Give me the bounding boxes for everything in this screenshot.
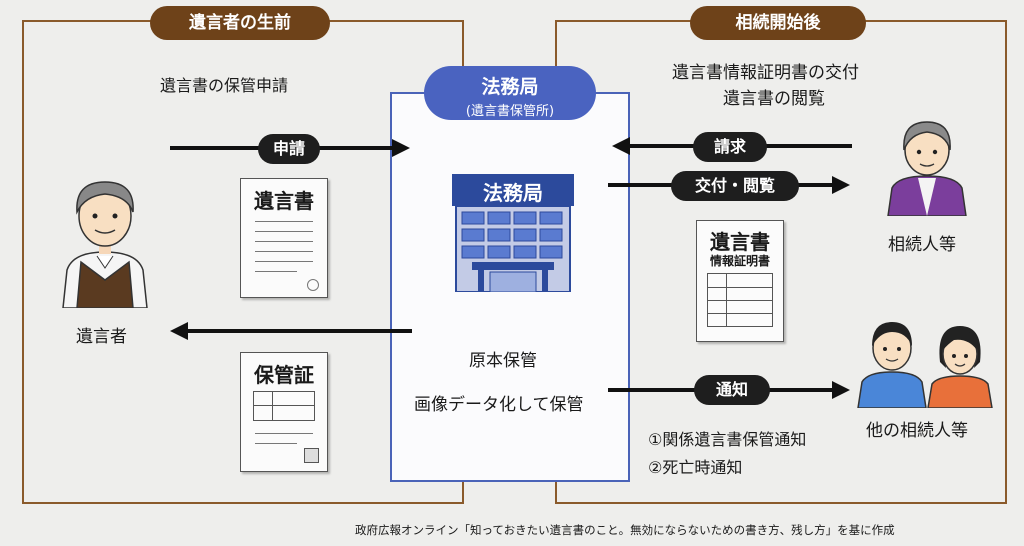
right-panel-title: 相続開始後 [690,6,866,40]
heir-label: 相続人等 [888,235,956,255]
office-title: 法務局 [481,76,539,98]
info-certificate-title: 遺言書 [710,230,770,254]
notification-item-2: ②死亡時通知 [648,458,743,477]
left-panel-title: 遺言者の生前 [150,6,330,40]
building-sign: 法務局 [483,181,543,205]
heir-avatar [882,116,972,217]
storage-image: 画像データ化して保管 [414,395,584,415]
deliver-label: 交付・閲覧 [671,171,799,201]
testator-label: 遺言者 [76,327,127,347]
certificate-document: 保管証 [240,352,328,472]
return-certificate-arrow [170,319,412,343]
office-building-icon [452,174,574,293]
other-heirs-label: 他の相続人等 [866,421,968,441]
office-header: 法務局 (遺言書保管所) [424,66,596,120]
right-panel-subtitle-1: 遺言書情報証明書の交付 [672,63,859,83]
info-certificate-subtitle: 情報証明書 [709,254,770,268]
info-certificate-document: 遺言書 情報証明書 [696,220,784,342]
notification-item-1: ①関係遺言書保管通知 [648,430,807,449]
source-footer: 政府広報オンライン「知っておきたい遺言書のこと。無効にならないための書き方、残し… [355,523,895,537]
notify-label: 通知 [694,375,770,405]
request-label: 請求 [693,132,767,162]
will-document: 遺言書 [240,178,328,298]
other-heirs-avatar [856,318,996,409]
apply-label: 申請 [258,134,320,164]
storage-original: 原本保管 [469,351,537,371]
left-panel-subtitle: 遺言書の保管申請 [160,76,289,95]
office-subtitle: (遺言書保管所) [465,104,555,119]
testator-avatar [55,172,155,309]
will-document-title: 遺言書 [254,189,314,213]
certificate-document-title: 保管証 [254,363,314,387]
right-panel-subtitle-2: 遺言書の閲覧 [723,89,825,109]
